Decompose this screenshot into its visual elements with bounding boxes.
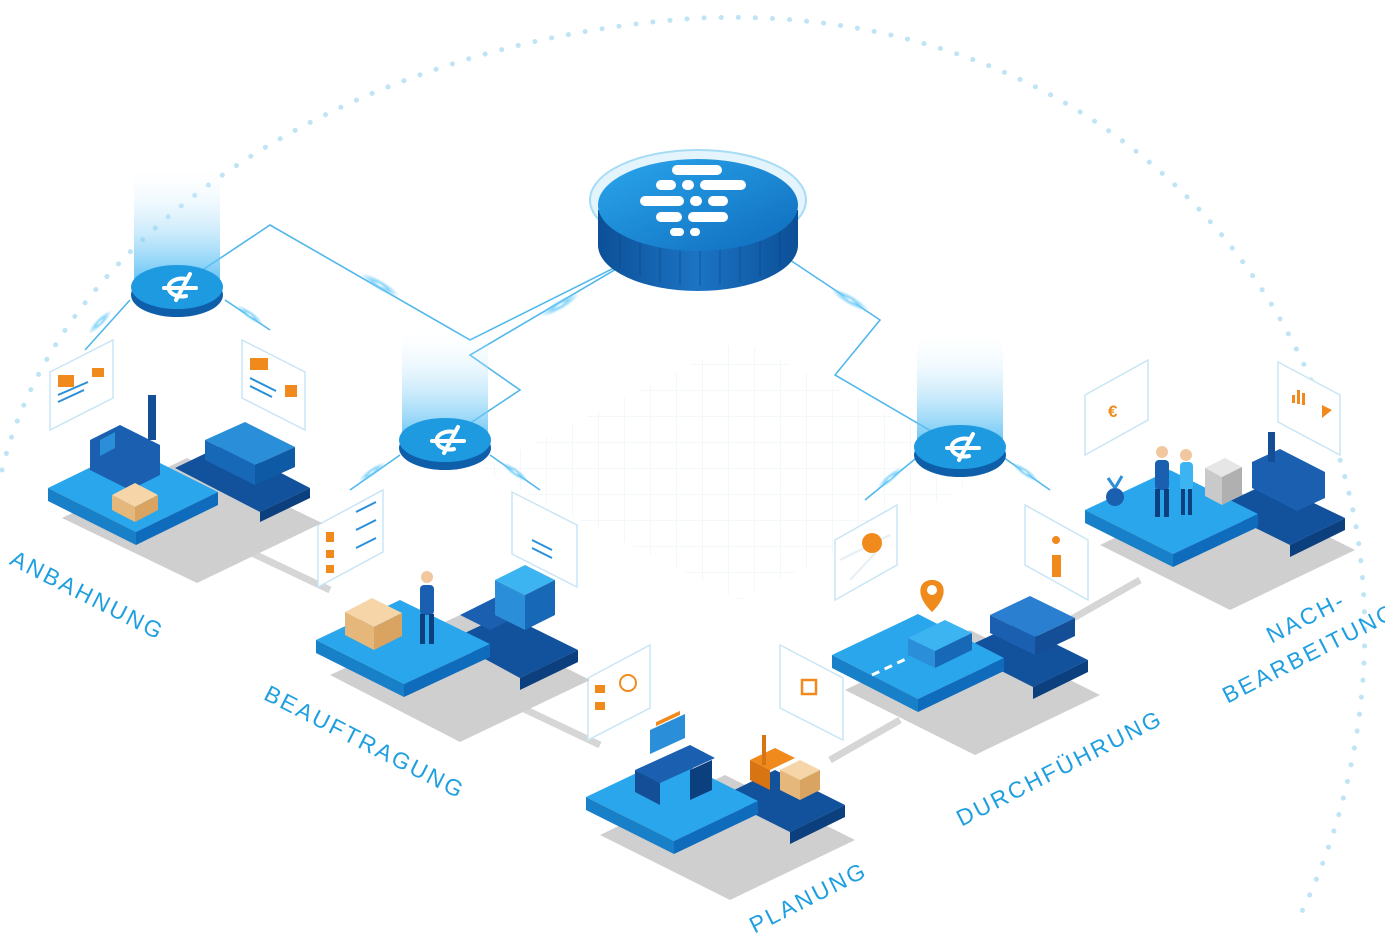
connector-node-icon (430, 425, 466, 455)
connector-node-icon (162, 272, 198, 302)
platform-planung[interactable] (586, 710, 855, 900)
factory-icon (90, 395, 160, 490)
truck-icon (205, 422, 295, 485)
panel-planung-right (779, 643, 844, 742)
connector-node-anbahnung[interactable] (131, 165, 223, 317)
platform-nachbearbeitung[interactable] (1085, 432, 1355, 610)
panel-beauftragung-right (511, 490, 578, 589)
platform-durchfuehrung[interactable] (832, 580, 1100, 755)
central-hub[interactable] (589, 149, 807, 291)
document-panels (49, 338, 1341, 742)
plant-icon (1106, 475, 1124, 506)
desk-workstation-icon (635, 710, 715, 805)
connector-node-durchfuehrung[interactable] (914, 330, 1006, 477)
platform-beauftragung[interactable] (316, 565, 590, 742)
panel-planung-left (587, 643, 651, 742)
connector-node-beauftragung[interactable] (399, 325, 491, 470)
truck-icon (908, 620, 972, 668)
panel-durchfuehrung-right (1024, 503, 1089, 602)
panel-anbahnung-left (49, 338, 114, 432)
connector-node-icon (945, 432, 981, 462)
panel-beauftragung-left (317, 488, 384, 589)
warehouse-icon (990, 596, 1075, 655)
conveyor-icon (460, 565, 555, 630)
panel-anbahnung-right (241, 338, 306, 432)
factory-icon (1252, 432, 1325, 511)
central-platform-logo-icon (640, 165, 746, 236)
panel-nachbearbeitung-left (1084, 358, 1149, 457)
euro-icon: € (1108, 402, 1118, 421)
people-figures (1155, 446, 1193, 517)
boxes-icon (780, 760, 820, 800)
panel-durchfuehrung-left (834, 503, 898, 602)
platform-anbahnung[interactable] (48, 395, 322, 583)
forklift-icon (750, 735, 795, 790)
cabinet-icon (1205, 458, 1242, 505)
boxes-icon (112, 483, 158, 522)
location-pin-icon (920, 580, 944, 612)
panel-nachbearbeitung-right (1277, 360, 1341, 457)
boxes-icon (345, 598, 402, 650)
worker-figure (420, 571, 434, 644)
line-glows (88, 273, 1039, 489)
